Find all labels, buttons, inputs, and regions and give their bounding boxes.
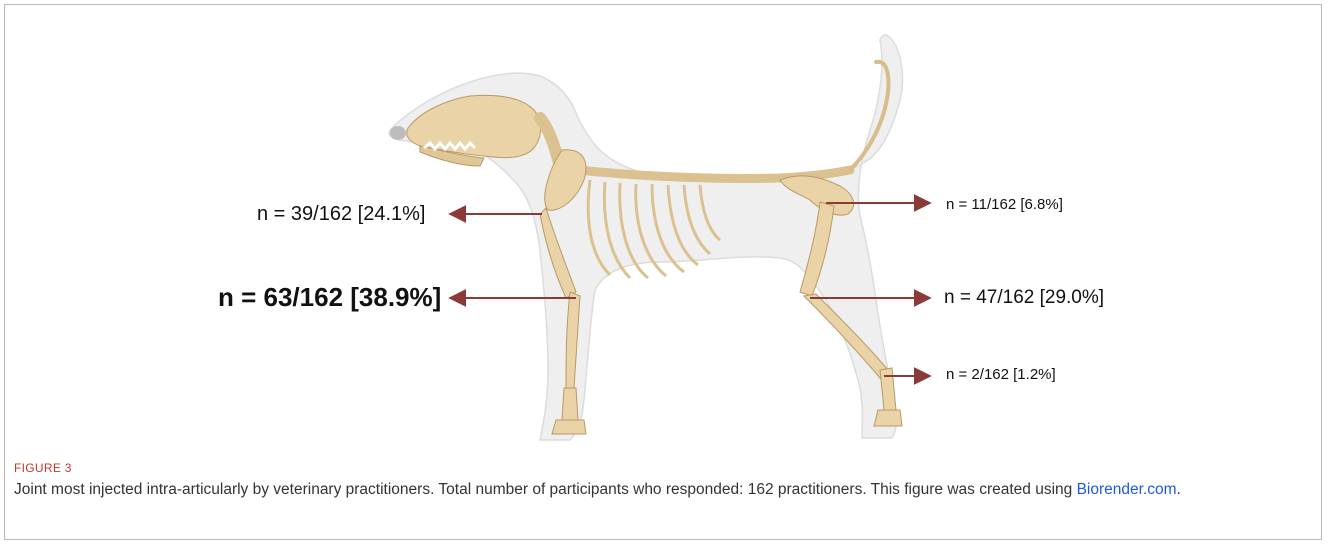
caption-end: . — [1177, 481, 1181, 498]
caption-body: Joint most injected intra-articularly by… — [14, 481, 1077, 498]
label-hip: n = 11/162 [6.8%] — [946, 196, 1063, 213]
label-tarsus: n = 2/162 [1.2%] — [946, 366, 1056, 383]
label-elbow: n = 63/162 [38.9%] — [218, 282, 441, 313]
label-stifle: n = 47/162 [29.0%] — [944, 287, 1104, 309]
biorender-link[interactable]: Biorender.com — [1077, 481, 1177, 498]
dog-nose — [390, 126, 406, 140]
dog-skeleton-illustration — [0, 0, 1328, 450]
figure-caption: Joint most injected intra-articularly by… — [14, 479, 1304, 501]
figure-number: FIGURE 3 — [14, 461, 72, 475]
figure-frame-bottom — [4, 539, 1322, 540]
label-shoulder: n = 39/162 [24.1%] — [257, 203, 425, 226]
